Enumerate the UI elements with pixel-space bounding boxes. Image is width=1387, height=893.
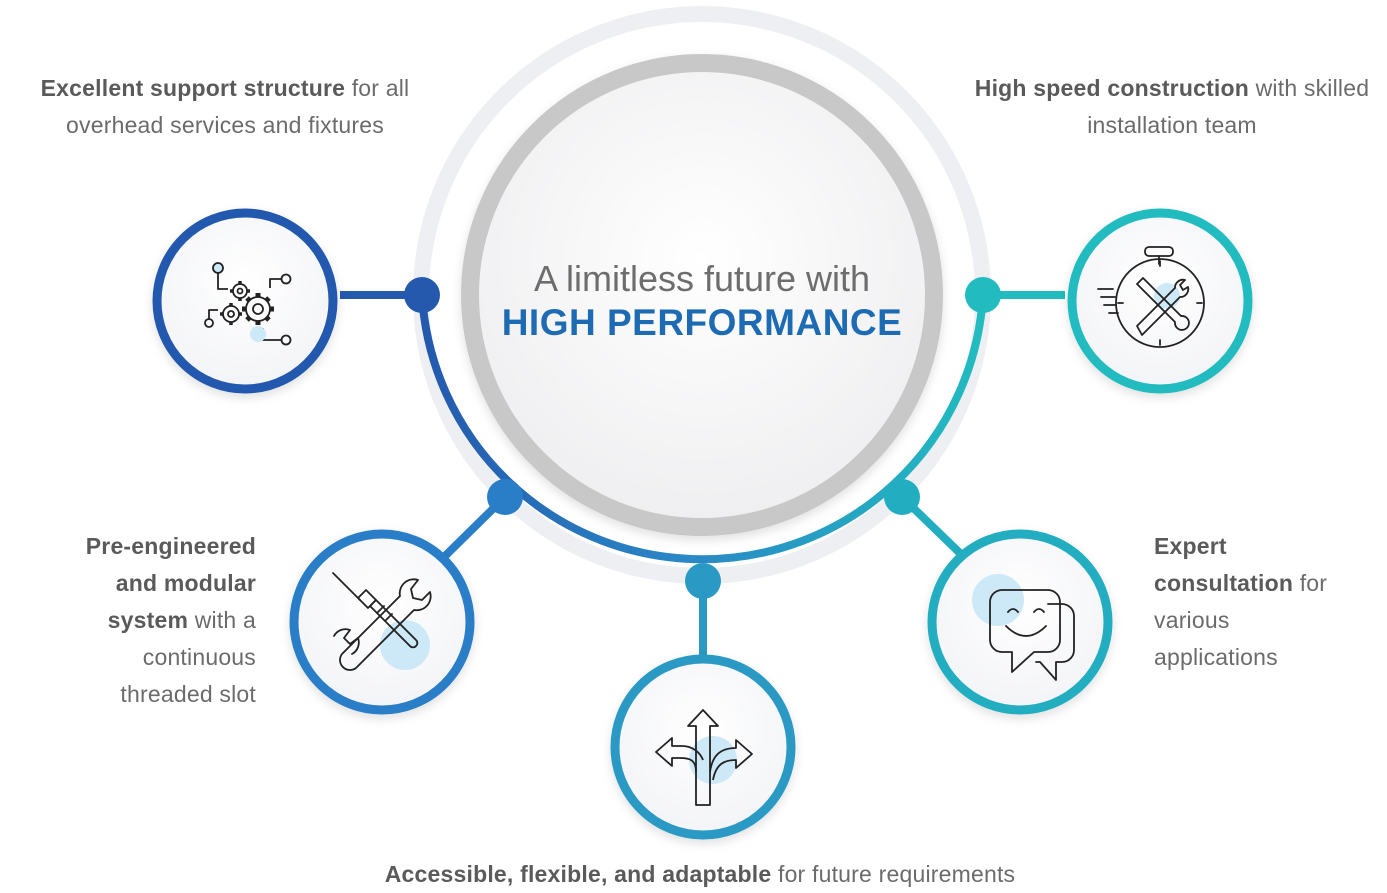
caption-bold: Pre-engineered and modular system: [85, 533, 256, 633]
caption-text: for all overhead services and fixtures: [66, 75, 410, 138]
branching-arrows-icon: [655, 709, 753, 806]
caption-expert: Expert consultation for various applicat…: [1154, 528, 1334, 676]
junction-dot: [404, 277, 440, 313]
screwdriver-wrench-icon: [332, 572, 432, 671]
junction-dot: [884, 479, 920, 515]
feature-node-speed: [1067, 208, 1253, 394]
caption-bold: Excellent support structure: [40, 75, 346, 101]
caption-text: for various applications: [1154, 570, 1328, 670]
junction-dot: [965, 277, 1001, 313]
feature-node-support: [152, 208, 338, 394]
caption-speed: High speed construction with skilled ins…: [962, 70, 1382, 144]
caption-support: Excellent support structure for all over…: [6, 70, 444, 144]
caption-bold: Expert consultation: [1154, 533, 1294, 596]
chat-bubbles-icon: [972, 574, 1075, 681]
feature-node-modular: [289, 529, 475, 715]
junction-dot: [685, 563, 721, 599]
feature-node-accessible: [610, 654, 796, 840]
caption-text: for future requirements: [771, 861, 1016, 887]
feature-node-expert: [927, 529, 1113, 715]
junction-dot: [487, 479, 523, 515]
center-title: HIGH PERFORMANCE: [501, 302, 903, 343]
caption-modular: Pre-engineered and modular system with a…: [60, 528, 256, 713]
caption-text: with a continuous threaded slot: [120, 607, 256, 707]
gears-icon: [204, 262, 292, 346]
main-arc: [418, 294, 987, 564]
center-subtitle: A limitless future with: [533, 258, 871, 299]
caption-accessible: Accessible, flexible, and adaptable for …: [250, 856, 1150, 893]
caption-bold: High speed construction: [974, 75, 1250, 101]
center-grey-ring: [461, 54, 943, 536]
caption-bold: Accessible, flexible, and adaptable: [384, 861, 772, 887]
caption-text: with skilled installation team: [1087, 75, 1370, 138]
stopwatch-tools-icon: [1097, 246, 1205, 348]
